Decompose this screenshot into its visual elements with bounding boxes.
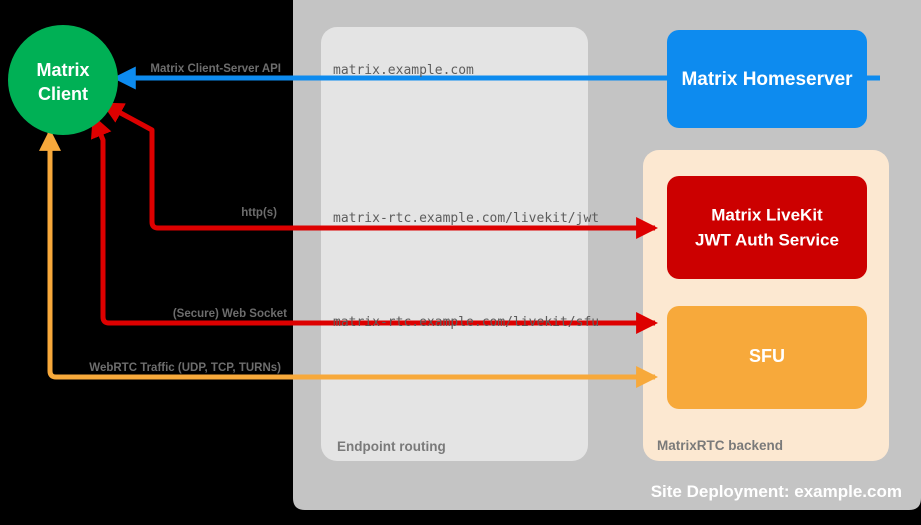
matrix-client-node[interactable]: Matrix Client	[8, 25, 118, 135]
secure-websocket-label: (Secure) Web Socket	[173, 308, 287, 320]
route-label-livekit-jwt: matrix-rtc.example.com/livekit/jwt	[333, 211, 599, 226]
jwt-auth-service-label-line1: Matrix LiveKit	[711, 205, 823, 224]
https-jwt-label: http(s)	[241, 207, 277, 219]
endpoint-routing-panel: Endpoint routing	[321, 27, 588, 461]
matrix-homeserver-box[interactable]	[667, 30, 867, 128]
matrixrtc-backend-caption: MatrixRTC backend	[657, 438, 783, 453]
matrix-homeserver-node[interactable]: Matrix Homeserver	[667, 30, 867, 128]
matrix-client-label-line2: Client	[38, 84, 88, 104]
route-label-livekit-sfu: matrix-rtc.example.com/livekit/sfu	[333, 315, 599, 330]
jwt-auth-service-node[interactable]: Matrix LiveKit JWT Auth Service	[667, 176, 867, 279]
jwt-auth-service-label-line2: JWT Auth Service	[695, 230, 839, 249]
sfu-box[interactable]	[667, 306, 867, 409]
sfu-label: SFU	[749, 346, 785, 366]
webrtc-traffic-arrow	[38, 128, 659, 389]
site-deployment-caption: Site Deployment: example.com	[651, 482, 902, 501]
route-label-matrix-homeserver: matrix.example.com	[333, 63, 474, 78]
matrix-homeserver-label: Matrix Homeserver	[681, 69, 853, 90]
matrix-client-label-line1: Matrix	[36, 60, 89, 80]
matrix-client-circle[interactable]	[8, 25, 118, 135]
endpoint-routing-caption: Endpoint routing	[337, 439, 446, 454]
webrtc-traffic-label: WebRTC Traffic (UDP, TCP, TURNs)	[89, 362, 281, 374]
jwt-auth-service-box[interactable]	[667, 176, 867, 279]
client-server-api-label: Matrix Client-Server API	[150, 63, 281, 75]
sfu-node[interactable]: SFU	[667, 306, 867, 409]
connection-webrtc-traffic: WebRTC Traffic (UDP, TCP, TURNs)	[38, 128, 659, 389]
